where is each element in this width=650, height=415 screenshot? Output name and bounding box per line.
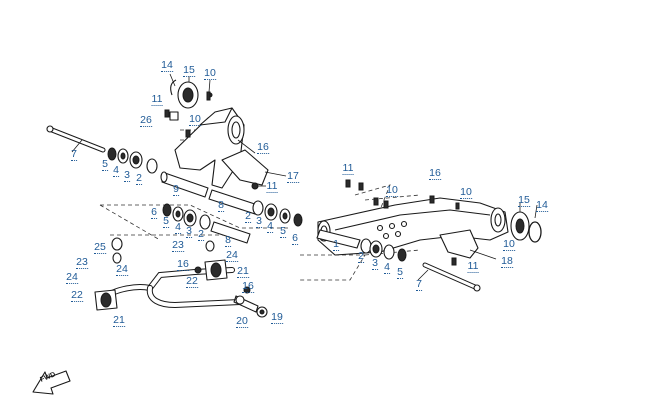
callout-15[interactable]: 15 bbox=[183, 64, 195, 77]
callout-16[interactable]: 16 bbox=[242, 280, 254, 293]
callout-4[interactable]: 4 bbox=[267, 220, 273, 233]
bearing-stack-upper-left bbox=[107, 147, 158, 174]
bearing-stack-middle-left bbox=[162, 203, 251, 244]
callout-24[interactable]: 24 bbox=[116, 263, 128, 276]
callout-19[interactable]: 19 bbox=[271, 311, 283, 324]
callout-3[interactable]: 3 bbox=[372, 257, 378, 270]
callout-6[interactable]: 6 bbox=[292, 232, 298, 245]
callout-5[interactable]: 5 bbox=[102, 158, 108, 171]
bearing-stack-right bbox=[316, 229, 407, 262]
callout-16[interactable]: 16 bbox=[257, 141, 269, 154]
callout-21[interactable]: 21 bbox=[237, 265, 249, 278]
callout-22[interactable]: 22 bbox=[186, 275, 198, 288]
callout-4[interactable]: 4 bbox=[175, 221, 181, 234]
callout-22[interactable]: 22 bbox=[71, 289, 83, 302]
upper-bracket bbox=[169, 79, 269, 189]
callout-1[interactable]: 1 bbox=[333, 238, 339, 251]
callout-9[interactable]: 9 bbox=[173, 183, 179, 196]
callout-8[interactable]: 8 bbox=[225, 234, 231, 247]
callout-5[interactable]: 5 bbox=[397, 266, 403, 279]
callout-5[interactable]: 5 bbox=[163, 215, 169, 228]
callout-16[interactable]: 16 bbox=[177, 258, 189, 271]
callout-25[interactable]: 25 bbox=[94, 241, 106, 254]
callout-10[interactable]: 10 bbox=[204, 67, 216, 80]
swingarm bbox=[317, 197, 509, 259]
callout-8[interactable]: 8 bbox=[218, 199, 224, 212]
callout-11[interactable]: 11 bbox=[342, 162, 354, 175]
callout-10[interactable]: 10 bbox=[503, 238, 515, 251]
callout-23[interactable]: 23 bbox=[76, 256, 88, 269]
leader-lines bbox=[71, 73, 538, 281]
callout-23[interactable]: 23 bbox=[172, 239, 184, 252]
callout-4[interactable]: 4 bbox=[113, 164, 119, 177]
callout-24[interactable]: 24 bbox=[226, 249, 238, 262]
callout-4[interactable]: 4 bbox=[384, 261, 390, 274]
fwd-arrow-icon bbox=[32, 370, 71, 395]
callout-14[interactable]: 14 bbox=[536, 199, 548, 212]
callout-20[interactable]: 20 bbox=[236, 315, 248, 328]
callout-2[interactable]: 2 bbox=[198, 228, 204, 241]
sleeve-upper bbox=[160, 171, 209, 198]
callout-7[interactable]: 7 bbox=[71, 148, 77, 161]
callout-2[interactable]: 2 bbox=[245, 210, 251, 223]
callout-10[interactable]: 10 bbox=[189, 113, 201, 126]
callout-2[interactable]: 2 bbox=[358, 250, 364, 263]
callout-11[interactable]: 11 bbox=[266, 180, 278, 193]
callout-7[interactable]: 7 bbox=[416, 278, 422, 291]
callout-10[interactable]: 10 bbox=[386, 184, 398, 197]
callout-24[interactable]: 24 bbox=[66, 271, 78, 284]
callout-21[interactable]: 21 bbox=[113, 314, 125, 327]
pivot-bolt-right bbox=[422, 262, 481, 292]
callout-18[interactable]: 18 bbox=[501, 255, 513, 268]
callout-17[interactable]: 17 bbox=[287, 170, 299, 183]
callout-5[interactable]: 5 bbox=[280, 225, 286, 238]
callout-6[interactable]: 6 bbox=[151, 206, 157, 219]
callout-2[interactable]: 2 bbox=[136, 172, 142, 185]
end-links bbox=[233, 286, 268, 318]
callout-3[interactable]: 3 bbox=[256, 215, 262, 228]
stabilizer-bushings bbox=[94, 237, 228, 311]
right-bushing bbox=[510, 211, 542, 243]
callout-11[interactable]: 11 bbox=[467, 260, 479, 273]
callout-3[interactable]: 3 bbox=[124, 169, 130, 182]
pivot-bolt-left bbox=[46, 125, 106, 153]
callout-10[interactable]: 10 bbox=[460, 186, 472, 199]
callout-14[interactable]: 14 bbox=[161, 59, 173, 72]
callout-16[interactable]: 16 bbox=[429, 167, 441, 180]
callout-26[interactable]: 26 bbox=[140, 114, 152, 127]
callout-3[interactable]: 3 bbox=[186, 225, 192, 238]
bearing-stack-middle-right bbox=[252, 200, 303, 227]
callout-11[interactable]: 11 bbox=[151, 93, 163, 106]
callout-15[interactable]: 15 bbox=[518, 194, 530, 207]
